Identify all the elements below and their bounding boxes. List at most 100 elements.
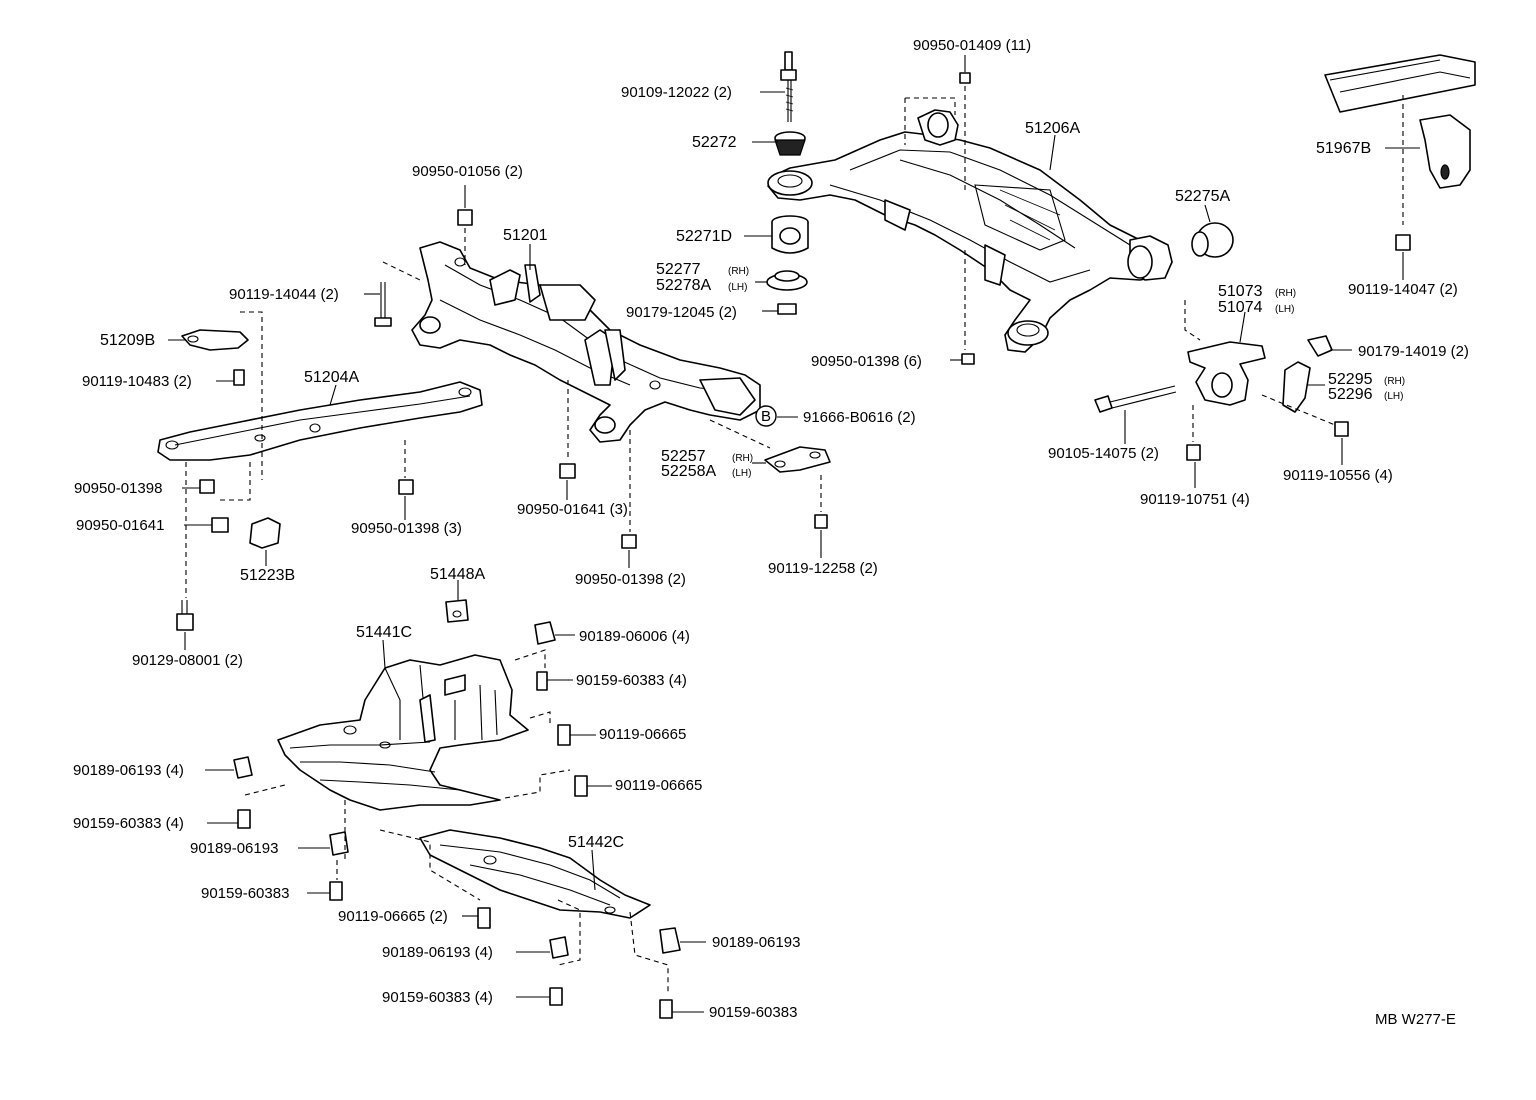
- bolt-90119-06665-2: [477, 907, 491, 929]
- nut-90950-01398-2: [621, 534, 637, 549]
- label-51073-side: (RH): [1275, 288, 1296, 299]
- label-91666-B0616: 91666-B0616 (2): [803, 409, 916, 426]
- label-52277: 52277: [656, 261, 701, 278]
- clip-90189-06193-a: [329, 831, 349, 856]
- rear-rail: [1324, 54, 1476, 113]
- clip-90189-06193-4a: [233, 756, 253, 779]
- label-51074-side: (LH): [1275, 304, 1294, 315]
- bolt-90119-10483: [233, 369, 245, 386]
- bracket-52257: [764, 446, 831, 473]
- label-52296-side: (LH): [1384, 391, 1403, 402]
- label-90950-01398-2: 90950-01398 (2): [575, 571, 686, 588]
- crossmember-51204A: [157, 381, 483, 461]
- bolt-90129-08001: [176, 600, 194, 631]
- label-51206A: 51206A: [1025, 120, 1080, 137]
- label-52278A-side: (LH): [728, 282, 747, 293]
- screw-90159-60383-4b: [237, 809, 251, 829]
- label-90119-06665-b: 90119-06665: [615, 777, 702, 794]
- label-52271D: 52271D: [676, 228, 732, 245]
- screw-90159-60383-b: [659, 999, 673, 1019]
- label-90119-10483: 90119-10483 (2): [82, 373, 192, 390]
- label-90119-10556: 90119-10556 (4): [1283, 467, 1393, 484]
- label-90129-08001: 90129-08001 (2): [132, 652, 243, 669]
- nut-90950-01409: [959, 72, 971, 84]
- label-90950-01398-6: 90950-01398 (6): [811, 353, 922, 370]
- label-90179-14019: 90179-14019 (2): [1358, 343, 1469, 360]
- label-90159-60383-4b: 90159-60383 (4): [73, 815, 184, 832]
- label-51441C: 51441C: [356, 624, 412, 641]
- label-52295: 52295: [1328, 371, 1373, 388]
- label-52257-side: (RH): [732, 453, 753, 464]
- under-cover-51441C: [277, 654, 529, 811]
- label-90159-60383-4c: 90159-60383 (4): [382, 989, 493, 1006]
- label-90119-06665-a: 90119-06665: [599, 726, 686, 743]
- bolt-90119-14047: [1395, 234, 1411, 251]
- stud-90109-12022: [780, 51, 797, 122]
- nut-90950-01398-6: [961, 353, 975, 365]
- label-51223B: 51223B: [240, 567, 295, 584]
- retainer-52277: [766, 270, 808, 291]
- label-52278A: 52278A: [656, 277, 711, 294]
- label-90159-60383-4a: 90159-60383 (4): [576, 672, 687, 689]
- label-52277-side: (RH): [728, 266, 749, 277]
- front-suspension-member-51201: [411, 241, 761, 443]
- cushion-52272: [774, 131, 806, 156]
- bolt-90119-10751: [1186, 444, 1201, 461]
- label-90950-01409: 90950-01409 (11): [913, 37, 1031, 54]
- label-90119-14047: 90119-14047 (2): [1348, 281, 1458, 298]
- screw-90159-60383-4c: [549, 987, 563, 1006]
- callout-b-marker: B: [755, 405, 777, 427]
- label-90105-14075: 90105-14075 (2): [1048, 445, 1159, 462]
- label-51074: 51074: [1218, 299, 1263, 316]
- bolt-90119-12258: [814, 514, 828, 529]
- bolt-90119-06665-a: [557, 724, 571, 746]
- cushion-51223B: [249, 517, 281, 549]
- label-51209B: 51209B: [100, 332, 155, 349]
- label-51204A: 51204A: [304, 369, 359, 386]
- part-labels: 90950-01409 (11) 90109-12022 (2) 52272 5…: [73, 37, 1469, 1028]
- nut-90950-01641-3: [559, 463, 576, 479]
- diff-mount-51073: [1187, 341, 1266, 406]
- label-90159-60383-b: 90159-60383: [709, 1004, 797, 1021]
- label-90950-01641: 90950-01641: [76, 517, 164, 534]
- label-90189-06193-a: 90189-06193: [190, 840, 278, 857]
- nut-90950-01398-a: [199, 479, 215, 494]
- label-52258A: 52258A: [661, 463, 716, 480]
- nut-90179-14019: [1307, 335, 1333, 357]
- label-51442C: 51442C: [568, 834, 624, 851]
- label-90119-12258: 90119-12258 (2): [768, 560, 878, 577]
- svg-text:B: B: [761, 408, 771, 425]
- label-90159-60383-a: 90159-60383: [201, 885, 289, 902]
- clip-90189-06193-b: [659, 927, 681, 954]
- nut-90950-01398-3: [398, 479, 414, 495]
- label-52295-side: (RH): [1384, 376, 1405, 387]
- label-90950-01398-a: 90950-01398: [74, 480, 162, 497]
- label-52272: 52272: [692, 134, 737, 151]
- label-51448A: 51448A: [430, 566, 485, 583]
- label-90950-01398-3: 90950-01398 (3): [351, 520, 462, 537]
- cushion-52271D: [771, 215, 809, 254]
- label-90119-14044: 90119-14044 (2): [229, 286, 339, 303]
- bolt-90119-06665-b: [574, 775, 588, 797]
- label-90119-10751: 90119-10751 (4): [1140, 491, 1250, 508]
- bolt-90119-10556: [1334, 421, 1349, 437]
- clip-90189-06193-4b: [549, 936, 569, 959]
- nut-90179-12045: [777, 303, 797, 315]
- screw-90159-60383-4a: [536, 671, 548, 691]
- diagram-code: MB W277-E: [1375, 1011, 1456, 1028]
- label-90179-12045: 90179-12045 (2): [626, 304, 737, 321]
- label-51201: 51201: [503, 227, 548, 244]
- bolt-90119-14044: [374, 282, 392, 327]
- under-cover-51442C: [419, 829, 651, 919]
- label-90109-12022: 90109-12022 (2): [621, 84, 732, 101]
- leader-lines: [168, 55, 1420, 1013]
- label-90189-06193-4a: 90189-06193 (4): [73, 762, 184, 779]
- bushing-52275A: [1191, 222, 1234, 258]
- bolt-90105-14075: [1094, 385, 1177, 413]
- label-52257: 52257: [661, 448, 706, 465]
- clip-90189-06006: [534, 621, 556, 645]
- label-51073: 51073: [1218, 283, 1263, 300]
- label-51967B: 51967B: [1316, 140, 1371, 157]
- nut-90950-01641: [211, 517, 229, 533]
